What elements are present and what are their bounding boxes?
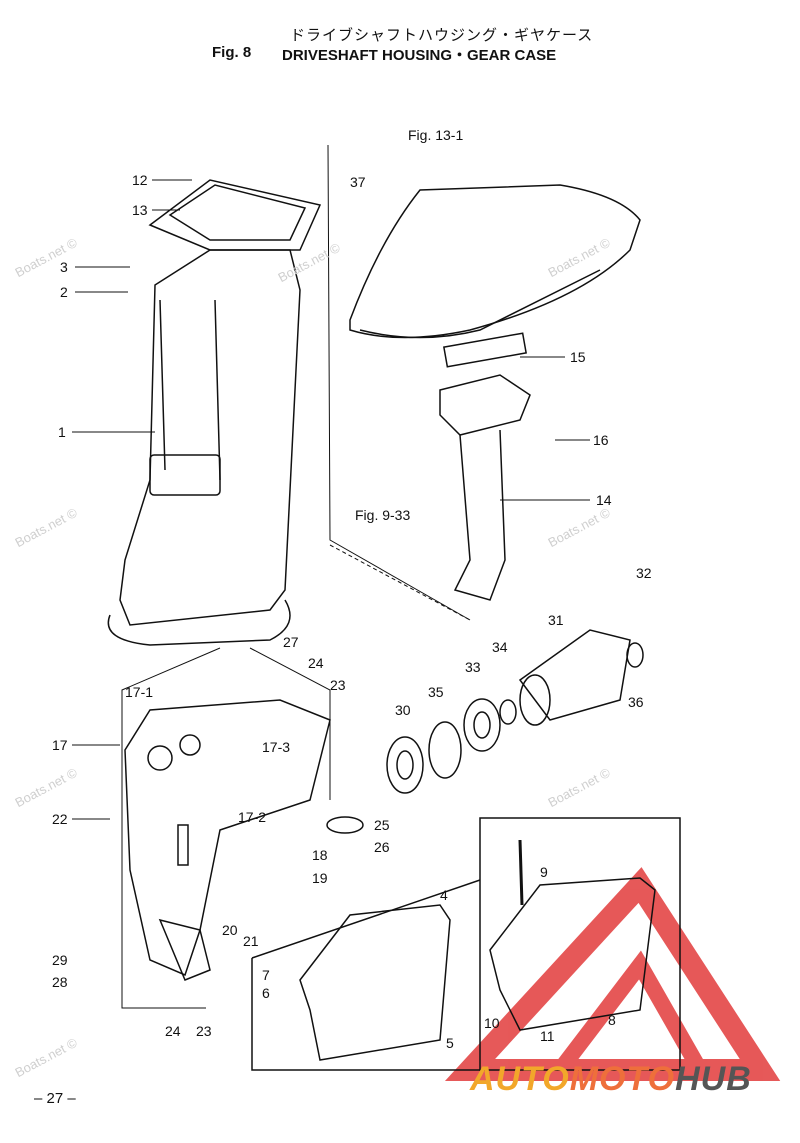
- callout-26: 26: [374, 839, 390, 855]
- callout-23a: 23: [330, 677, 346, 693]
- callout-13: 13: [132, 202, 148, 218]
- callout-2: 2: [60, 284, 68, 300]
- brand-part-2: MOTO: [569, 1060, 676, 1098]
- brand-part-3: HUB: [675, 1060, 752, 1098]
- page-number: – 27 –: [34, 1090, 76, 1107]
- callout-17-2: 17-2: [238, 809, 266, 825]
- callout-17-1: 17-1: [125, 684, 153, 700]
- callout-17: 17: [52, 737, 68, 753]
- ref-fig-9-33: Fig. 9-33: [355, 507, 410, 523]
- callout-33: 33: [465, 659, 481, 675]
- callout-6: 6: [262, 985, 270, 1001]
- brand-part-1: AUTO: [470, 1060, 570, 1098]
- callout-15: 15: [570, 349, 586, 365]
- guide-lines: [121, 144, 471, 1009]
- callout-4: 4: [440, 887, 448, 903]
- callout-10: 10: [484, 1015, 500, 1031]
- callout-14: 14: [596, 492, 612, 508]
- callout-20: 20: [222, 922, 238, 938]
- figure-title: DRIVESHAFT HOUSING・GEAR CASE: [282, 47, 557, 64]
- bearing-parts: [326, 629, 644, 834]
- callout-36: 36: [628, 694, 644, 710]
- figure-label: Fig. 8: [212, 44, 252, 61]
- brand-logo: AUTOMOTOHUB: [470, 1060, 752, 1099]
- callout-30: 30: [395, 702, 411, 718]
- callout-22: 22: [52, 811, 68, 827]
- callout-3: 3: [60, 259, 68, 275]
- callout-37: 37: [350, 174, 366, 190]
- callout-29: 29: [52, 952, 68, 968]
- driveshaft-housing: [107, 179, 322, 646]
- extension-case: [439, 374, 531, 601]
- callout-21: 21: [243, 933, 259, 949]
- callout-9: 9: [540, 864, 548, 880]
- callout-12: 12: [132, 172, 148, 188]
- logo-triangle: [444, 867, 781, 1081]
- callout-27: 27: [283, 634, 299, 650]
- callout-7: 7: [262, 967, 270, 983]
- callout-32: 32: [636, 565, 652, 581]
- callout-24a: 24: [308, 655, 324, 671]
- callout-16: 16: [593, 432, 609, 448]
- callout-18: 18: [312, 847, 328, 863]
- callout-35: 35: [428, 684, 444, 700]
- callout-25: 25: [374, 817, 390, 833]
- callout-labels: Fig. 13-1 Fig. 9-33 12 13 37 3 2 15 1 16…: [52, 127, 652, 1051]
- callout-17-3: 17-3: [262, 739, 290, 755]
- gear-case: [124, 699, 331, 981]
- callout-11: 11: [540, 1028, 555, 1044]
- callout-28: 28: [52, 974, 68, 990]
- spacer-inset: [251, 817, 681, 1071]
- callout-8: 8: [608, 1012, 616, 1028]
- callout-23b: 23: [196, 1023, 212, 1039]
- lower-cowling: [349, 184, 641, 368]
- callout-19: 19: [312, 870, 328, 886]
- callout-24b: 24: [165, 1023, 181, 1039]
- callout-34: 34: [492, 639, 508, 655]
- callout-5: 5: [446, 1035, 454, 1051]
- ref-fig-13-1: Fig. 13-1: [408, 127, 463, 143]
- callout-1: 1: [58, 424, 66, 440]
- japanese-title: ドライブシャフトハウジング・ギヤケース: [290, 27, 594, 44]
- leader-lines: [72, 179, 590, 820]
- callout-31: 31: [548, 612, 564, 628]
